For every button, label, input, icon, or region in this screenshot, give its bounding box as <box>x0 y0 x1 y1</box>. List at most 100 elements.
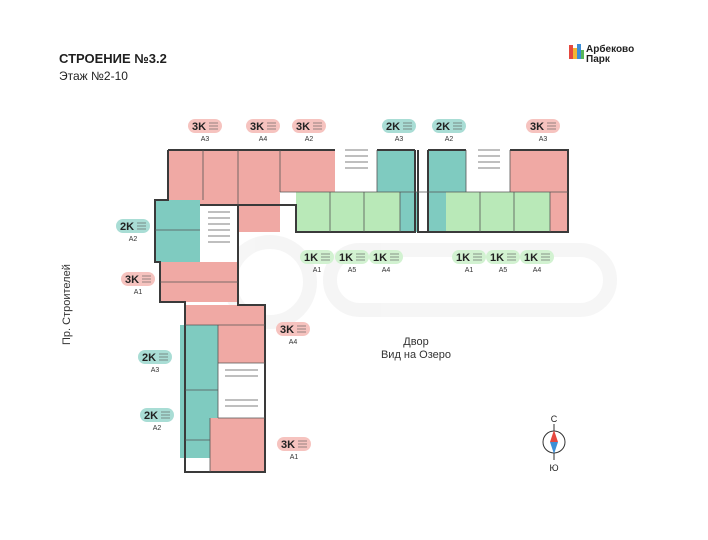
yard-view-label: Вид на Озеро <box>381 349 451 361</box>
apartment-1k-a4-r[interactable] <box>514 192 550 232</box>
apartment-code-label: А3 <box>201 136 210 143</box>
apartment-3k-a3-right[interactable] <box>510 150 568 192</box>
apartment-tag-badge <box>140 408 174 422</box>
apartment-code-label: А5 <box>499 267 508 274</box>
apartment-code-label: А5 <box>348 267 357 274</box>
apartment-2k-a3-low[interactable] <box>180 325 218 390</box>
street-label: Пр. Строителей <box>61 264 73 345</box>
apartment-tag-badge <box>300 250 334 264</box>
yard-label: Двор <box>403 336 428 348</box>
apartment-1k-a5-r[interactable] <box>480 192 514 232</box>
apartment-tag-badge <box>432 119 466 133</box>
apartment-code-label: А2 <box>153 425 162 432</box>
apartment-code-label: А2 <box>129 236 138 243</box>
brand-logo: Арбеково Парк <box>569 43 634 65</box>
apartment-type-label: 2K <box>436 121 450 133</box>
apartment-tag-badge <box>520 250 554 264</box>
apartment-code-label: А3 <box>539 136 548 143</box>
apartment-type-label: 3K <box>280 324 294 336</box>
apartment-1k-a1-r[interactable] <box>446 192 480 232</box>
brand-name-line2: Парк <box>586 54 611 65</box>
apartment-tag-badge <box>486 250 520 264</box>
apartment-type-label: 1K <box>524 252 538 264</box>
apartment-type-label: 3K <box>281 439 295 451</box>
apartment-tag-badge <box>121 272 155 286</box>
apartment-1k-a5-l[interactable] <box>330 192 364 232</box>
apartment-tags: 3KА33KА43KА22KА32KА23KА32KА23KА11KА11KА5… <box>116 119 560 461</box>
apartment-tag-badge <box>292 119 326 133</box>
apartment-code-label: А1 <box>465 267 474 274</box>
brand-logo-icon <box>569 44 584 59</box>
apartment-3k-a4-top[interactable] <box>238 150 280 232</box>
compass-north-label: С <box>551 414 558 424</box>
apartment-1k-a1-l[interactable] <box>296 192 330 232</box>
apartment-type-label: 3K <box>250 121 264 133</box>
apartment-code-label: А4 <box>382 267 391 274</box>
apartment-tag-badge <box>277 437 311 451</box>
stair-core-left <box>200 205 238 265</box>
apartment-tag-badge <box>276 322 310 336</box>
apartment-type-label: 3K <box>296 121 310 133</box>
apartment-code-label: А2 <box>445 136 454 143</box>
apartment-type-label: 2K <box>120 221 134 233</box>
apartment-type-label: 2K <box>144 410 158 422</box>
apartment-code-label: А4 <box>533 267 542 274</box>
apartment-tag-badge <box>335 250 369 264</box>
apartment-code-label: А1 <box>134 289 143 296</box>
apartment-tag-badge <box>246 119 280 133</box>
apartment-code-label: А3 <box>395 136 404 143</box>
apartment-3k-a4-mid[interactable] <box>213 305 265 363</box>
apartment-type-label: 1K <box>456 252 470 264</box>
apartment-tag-badge <box>116 219 150 233</box>
apartment-tag-badge <box>526 119 560 133</box>
apartment-3k-a2-top[interactable] <box>280 150 335 192</box>
building <box>155 146 568 473</box>
apartment-type-label: 2K <box>386 121 400 133</box>
apartment-tag-badge <box>382 119 416 133</box>
apartment-code-label: А2 <box>305 136 314 143</box>
apartment-3k-a1-low[interactable] <box>210 418 265 473</box>
apartment-tag-badge <box>452 250 486 264</box>
apartment-2k-a2-top[interactable] <box>428 150 466 192</box>
apartment-type-label: 1K <box>373 252 387 264</box>
apartment-type-label: 1K <box>339 252 353 264</box>
apartment-type-label: 3K <box>125 274 139 286</box>
apartment-tag-badge <box>138 350 172 364</box>
apartment-1k-a4-l[interactable] <box>364 192 400 232</box>
apartment-tag-badge <box>188 119 222 133</box>
apartment-type-label: 1K <box>304 252 318 264</box>
stair-core-top-left <box>335 146 377 186</box>
walls <box>154 149 569 473</box>
apartment-2k-a2-left[interactable] <box>155 200 200 262</box>
apartment-type-label: 3K <box>192 121 206 133</box>
apartment-code-label: А1 <box>290 454 299 461</box>
brand-name-line1: Арбеково <box>586 43 634 55</box>
apartment-2k-a3-top[interactable] <box>377 150 415 192</box>
apartment-code-label: А4 <box>259 136 268 143</box>
apartment-code-label: А3 <box>151 367 160 374</box>
apartment-tag-badge <box>369 250 403 264</box>
floor-subtitle: Этаж №2-10 <box>59 69 128 83</box>
apartment-code-label: А1 <box>313 267 322 274</box>
compass-south-label: Ю <box>549 463 558 473</box>
stair-core-low <box>218 363 265 418</box>
